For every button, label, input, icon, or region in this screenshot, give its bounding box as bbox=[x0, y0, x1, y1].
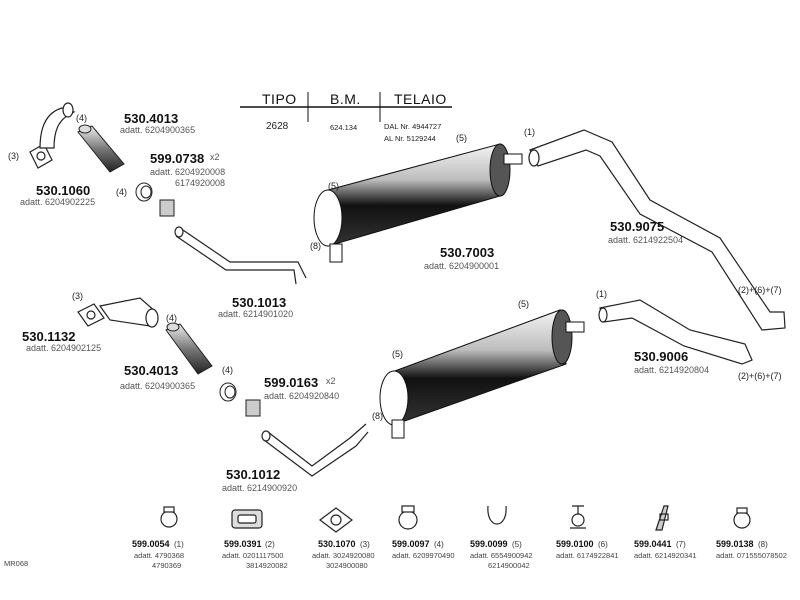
legend-code: 599.0391 bbox=[224, 539, 262, 549]
qty-599-0163: x2 bbox=[326, 376, 336, 386]
legend-ref2: 4790369 bbox=[152, 561, 182, 570]
legend-ref: adatt. 071555078502 bbox=[716, 551, 787, 560]
qty-599-0738: x2 bbox=[210, 152, 220, 162]
marker-4-upper: (4) bbox=[76, 113, 87, 123]
legend-code: 599.0441 bbox=[634, 539, 672, 549]
footer-code: MR068 bbox=[4, 559, 29, 568]
legend-qty: (5) bbox=[512, 540, 522, 549]
marker-4-lower: (4) bbox=[166, 313, 177, 323]
adatt-530-1013: adatt. 6214901020 bbox=[218, 309, 294, 319]
muffler-lower bbox=[379, 309, 585, 439]
tailpipe-530-9075 bbox=[528, 129, 786, 331]
header-telaio-dal: DAL Nr. 4944727 bbox=[384, 122, 442, 131]
clamp-ring-upper bbox=[135, 182, 175, 217]
legend-ref: adatt. 6214920341 bbox=[634, 551, 697, 560]
header-col-tipo: TIPO bbox=[262, 91, 297, 107]
code-530-1012: 530.1012 bbox=[226, 467, 281, 482]
legend-ref: adatt. 6174922841 bbox=[556, 551, 619, 560]
marker-5-upper-b: (5) bbox=[328, 181, 339, 191]
legend-qty: (4) bbox=[434, 540, 444, 549]
legend-ref2: 3024900080 bbox=[326, 561, 368, 570]
marker-5-upper-a: (5) bbox=[456, 133, 467, 143]
marker-4b-upper: (4) bbox=[116, 187, 127, 197]
legend-ref: adatt. 3024920080 bbox=[312, 551, 375, 560]
legend-code: 599.0097 bbox=[392, 539, 430, 549]
adatt-530-4013-lower: adatt. 6204900365 bbox=[120, 381, 196, 391]
adatt2-599-0738: 6174920008 bbox=[175, 178, 226, 188]
legend-qty: (6) bbox=[598, 540, 608, 549]
clamp-ring-lower bbox=[219, 382, 261, 417]
header-tipo-value: 2628 bbox=[266, 121, 289, 132]
flex-pipe-lower bbox=[165, 322, 213, 375]
header-bm-value: 624.134 bbox=[330, 123, 358, 132]
code-599-0738: 599.0738 bbox=[150, 151, 205, 166]
code-530-7003: 530.7003 bbox=[440, 245, 495, 260]
marker-4b-lower: (4) bbox=[222, 365, 233, 375]
marker-8-lower: (8) bbox=[372, 411, 383, 421]
legend-code: 599.0138 bbox=[716, 539, 754, 549]
legend-ref: adatt. 6554900942 bbox=[470, 551, 533, 560]
muffler-upper bbox=[313, 143, 523, 263]
code-530-4013-upper: 530.4013 bbox=[124, 111, 179, 126]
marker-5-lower-b: (5) bbox=[392, 349, 403, 359]
legend-icons bbox=[160, 505, 751, 533]
marker-1-upper: (1) bbox=[524, 127, 535, 137]
legend-qty: (8) bbox=[758, 540, 768, 549]
plus-note-lower: (2)+(6)+(7) bbox=[738, 371, 782, 381]
legend-ref: adatt. 6209970490 bbox=[392, 551, 455, 560]
manifold-elbow-upper bbox=[29, 102, 76, 169]
legend-ref: adatt. 4790368 bbox=[134, 551, 185, 560]
code-530-1013: 530.1013 bbox=[232, 295, 287, 310]
legend-code: 599.0054 bbox=[132, 539, 170, 549]
adatt-530-1132: adatt. 6204902125 bbox=[26, 343, 102, 353]
header-telaio-al: AL Nr. 5129244 bbox=[384, 134, 436, 143]
legend-ref2: 3814920082 bbox=[246, 561, 288, 570]
adatt-599-0738: adatt. 6204920008 bbox=[150, 167, 226, 177]
pipe-530-1012 bbox=[261, 423, 369, 477]
plus-note-upper: (2)+(6)+(7) bbox=[738, 285, 782, 295]
header-table-lines bbox=[240, 92, 452, 122]
legend-qty: (3) bbox=[360, 540, 370, 549]
marker-3-upper: (3) bbox=[8, 151, 19, 161]
marker-8-upper: (8) bbox=[310, 241, 321, 251]
legend-code: 530.1070 bbox=[318, 539, 356, 549]
code-530-9075: 530.9075 bbox=[610, 219, 665, 234]
pipe-530-1013 bbox=[174, 226, 307, 285]
adatt-530-9006: adatt. 6214920804 bbox=[634, 365, 710, 375]
legend-qty: (1) bbox=[174, 540, 184, 549]
legend-qty: (2) bbox=[265, 540, 275, 549]
adatt-530-1012: adatt. 6214900920 bbox=[222, 483, 298, 493]
adatt-530-1060: adatt. 6204902225 bbox=[20, 197, 96, 207]
adatt-530-9075: adatt. 6214922504 bbox=[608, 235, 684, 245]
adatt-530-7003: adatt. 6204900001 bbox=[424, 261, 500, 271]
legend-ref2: 6214900042 bbox=[488, 561, 530, 570]
marker-3-lower: (3) bbox=[72, 291, 83, 301]
adatt-530-4013-upper: adatt. 6204900365 bbox=[120, 125, 196, 135]
header-col-bm: B.M. bbox=[330, 91, 361, 107]
marker-5-lower-a: (5) bbox=[518, 299, 529, 309]
tailpipe-530-9006 bbox=[598, 299, 753, 365]
code-530-9006: 530.9006 bbox=[634, 349, 689, 364]
marker-1-lower: (1) bbox=[596, 289, 607, 299]
legend-code: 599.0100 bbox=[556, 539, 594, 549]
legend-ref: adatt. 0201117500 bbox=[222, 551, 284, 560]
adatt-599-0163: adatt. 6204920840 bbox=[264, 391, 340, 401]
code-530-4013-lower: 530.4013 bbox=[124, 363, 179, 378]
legend-code: 599.0099 bbox=[470, 539, 508, 549]
header-col-telaio: TELAIO bbox=[394, 91, 447, 107]
code-599-0163: 599.0163 bbox=[264, 375, 319, 390]
code-530-1060: 530.1060 bbox=[36, 183, 91, 198]
manifold-elbow-lower bbox=[77, 297, 159, 328]
code-530-1132: 530.1132 bbox=[22, 329, 76, 344]
flex-pipe-upper bbox=[77, 124, 125, 173]
legend-qty: (7) bbox=[676, 540, 686, 549]
